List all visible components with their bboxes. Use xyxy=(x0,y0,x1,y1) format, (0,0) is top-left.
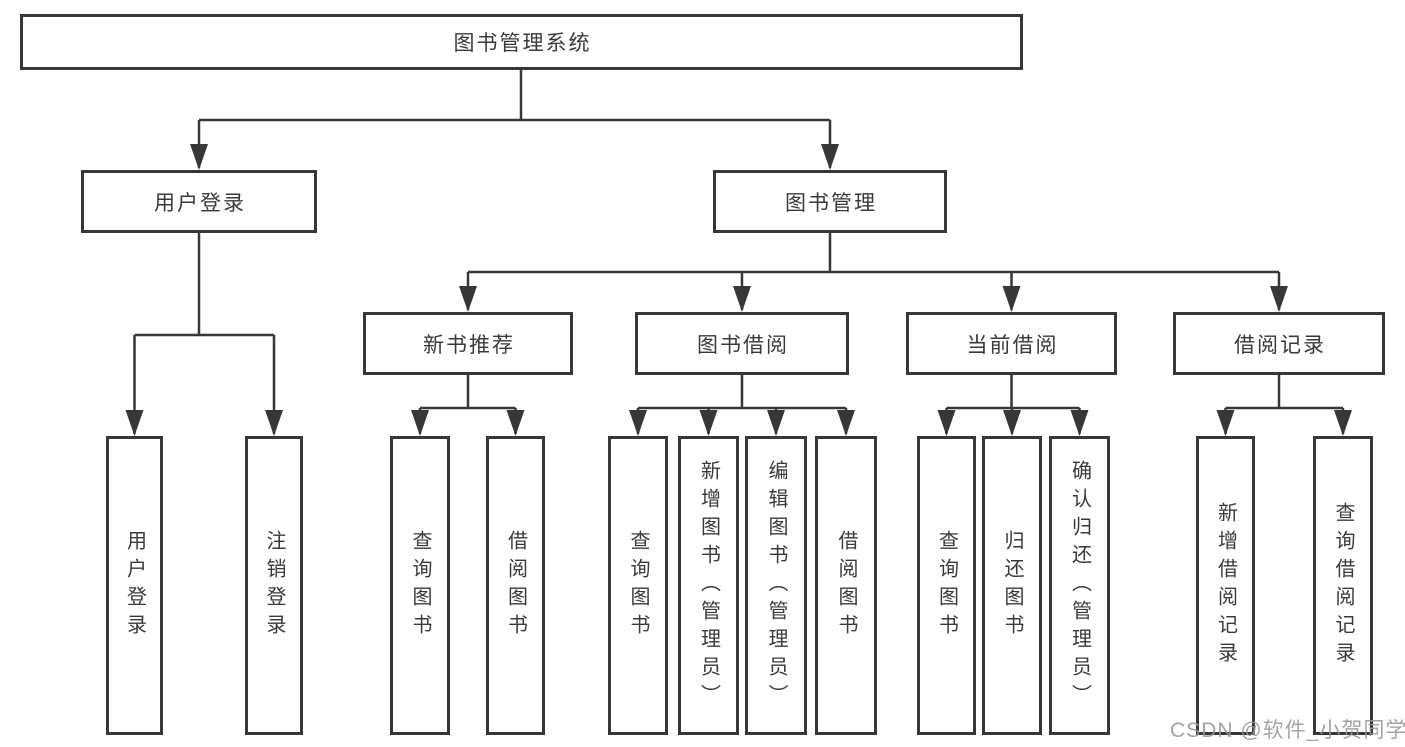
node-leaf-borrow-books-recommend: 借阅图书 xyxy=(486,436,545,735)
arrow-down-icon xyxy=(411,410,429,436)
connector-borrow-records-to-leaves xyxy=(1224,375,1345,434)
node-leaf-borrow-books: 借阅图书 xyxy=(815,436,877,735)
node-leaf-query-borrow-record: 查询借阅记录 xyxy=(1313,436,1373,735)
node-borrow-records: 借阅记录 xyxy=(1173,312,1385,375)
node-user-login-module: 用户登录 xyxy=(81,170,317,233)
node-leaf-login: 用户登录 xyxy=(106,436,163,735)
node-leaf-confirm-return-admin: 确认归还（管理员） xyxy=(1049,436,1110,735)
arrow-down-icon xyxy=(1002,286,1021,312)
arrow-down-icon xyxy=(190,144,208,170)
node-book-borrow: 图书借阅 xyxy=(635,312,849,375)
node-leaf-logout: 注销登录 xyxy=(245,436,303,735)
connector-user-login-to-leaves xyxy=(133,233,276,434)
arrow-down-icon xyxy=(629,410,647,436)
arrow-down-icon xyxy=(837,410,855,436)
csdn-watermark: CSDN @软件_小贺同学 xyxy=(1170,719,1405,742)
arrow-down-icon xyxy=(125,410,144,436)
arrow-down-icon xyxy=(1070,410,1089,436)
node-leaf-query-books-borrow: 查询图书 xyxy=(608,436,668,735)
arrow-down-icon xyxy=(699,410,718,436)
node-leaf-add-book-admin: 新增图书（管理员） xyxy=(678,436,739,735)
node-leaf-query-books-current: 查询图书 xyxy=(917,436,976,735)
arrow-down-icon xyxy=(506,410,525,436)
arrow-down-icon xyxy=(1270,286,1288,312)
connector-book-borrow-to-leaves xyxy=(636,375,848,434)
arrow-down-icon xyxy=(265,410,283,436)
node-book-management-module: 图书管理 xyxy=(713,170,947,233)
node-leaf-edit-book-admin: 编辑图书（管理员） xyxy=(745,436,807,735)
connector-new-book-to-leaves xyxy=(418,375,517,434)
arrow-down-icon xyxy=(1334,410,1352,436)
connector-book-management-to-level3 xyxy=(466,233,1281,310)
connector-root-to-level2 xyxy=(197,70,832,168)
node-root-system: 图书管理系统 xyxy=(20,14,1023,70)
node-current-borrow: 当前借阅 xyxy=(906,312,1117,375)
arrow-down-icon xyxy=(459,286,477,312)
node-leaf-return-book: 归还图书 xyxy=(982,436,1042,735)
arrow-down-icon xyxy=(821,144,839,170)
arrow-down-icon xyxy=(767,410,785,436)
node-new-book-recommend: 新书推荐 xyxy=(363,312,573,375)
node-leaf-query-books-recommend: 查询图书 xyxy=(390,436,450,735)
node-leaf-add-borrow-record: 新增借阅记录 xyxy=(1196,436,1255,735)
arrow-down-icon xyxy=(1216,410,1235,436)
arrow-down-icon xyxy=(1003,410,1021,436)
arrow-down-icon xyxy=(937,410,956,436)
arrow-down-icon xyxy=(733,286,751,312)
